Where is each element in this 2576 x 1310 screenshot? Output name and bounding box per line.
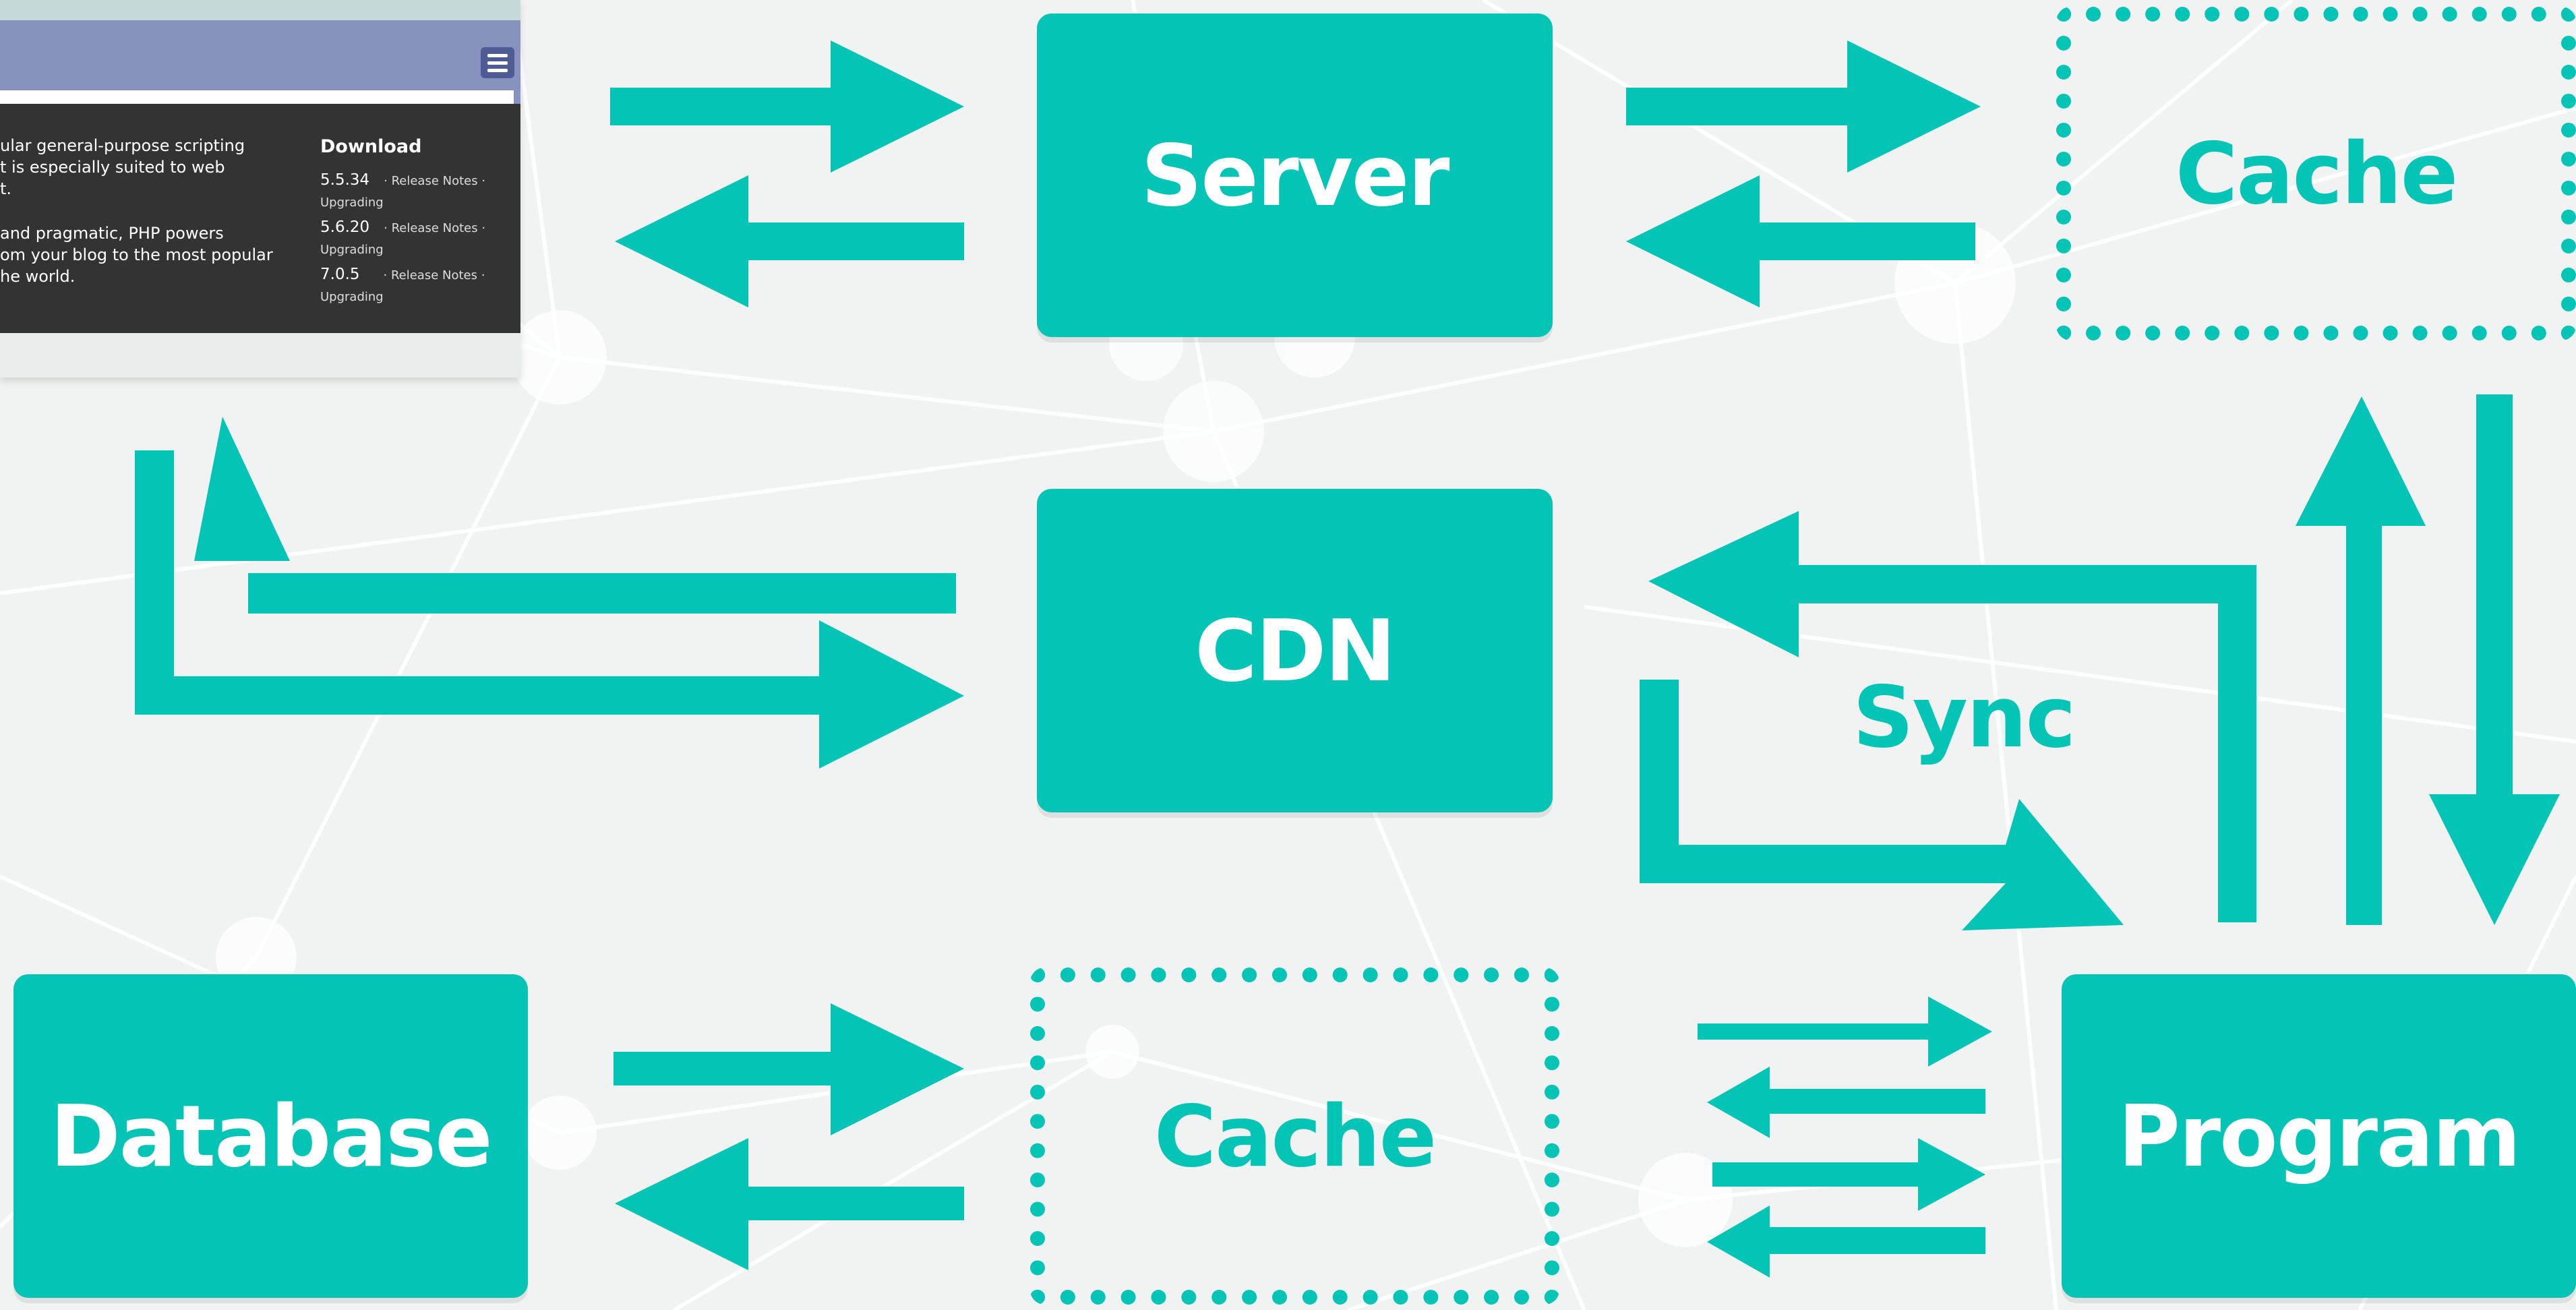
php-release-notes-link[interactable]: · Release Notes · [383, 268, 485, 282]
sync-label: Sync [1853, 667, 2076, 767]
php-release-notes-link[interactable]: · Release Notes · [384, 174, 486, 188]
php-download-title: Download [320, 136, 422, 157]
program-node: Program [2062, 974, 2576, 1298]
arrow-server-to-cache [1626, 40, 1981, 173]
arrow-cache-to-program-1 [1698, 996, 1992, 1067]
php-header [0, 20, 520, 111]
arrow-client-to-cdn [135, 450, 964, 769]
arrow-database-to-cache [613, 1003, 964, 1135]
hamburger-menu-icon[interactable] [481, 47, 514, 78]
cdn-node: CDN [1037, 489, 1553, 812]
arrow-cdn-to-program [1640, 680, 2124, 930]
arrow-cache-to-program-2 [1712, 1138, 1985, 1211]
arrow-program-to-cdn [1648, 511, 2256, 922]
php-intro-line: t is especially suited to web [0, 158, 225, 177]
php-upgrading-link[interactable]: Upgrading [320, 243, 384, 257]
php-intro-line: t. [0, 179, 12, 198]
server-node: Server [1037, 13, 1553, 337]
php-version-number[interactable]: 7.0.5 [320, 266, 360, 283]
arrow-server-to-client [615, 175, 964, 307]
php-version-number[interactable]: 5.6.20 [320, 218, 370, 236]
php-version-row[interactable]: 7.0.5 · Release Notes · [320, 266, 485, 283]
php-intro-line: and pragmatic, PHP powers [0, 224, 224, 243]
cache-node-bottom: Cache [1030, 967, 1559, 1305]
arrow-program-to-cache [2296, 396, 2426, 925]
php-website-snippet: ular general-purpose scripting t is espe… [0, 0, 520, 378]
arrow-program-to-cache-1 [1707, 1067, 1985, 1138]
database-node: Database [13, 974, 528, 1298]
arrow-cache-to-database [615, 1138, 964, 1270]
arrow-program-to-cache-2 [1707, 1205, 1985, 1278]
php-bottom-strip [0, 333, 520, 378]
arrow-cdn-to-client [194, 417, 956, 614]
arrow-cache-to-program [2429, 394, 2560, 925]
php-intro-line: he world. [0, 267, 76, 286]
php-top-strip [0, 0, 520, 20]
php-upgrading-link[interactable]: Upgrading [320, 196, 384, 210]
php-release-notes-link[interactable]: · Release Notes · [384, 221, 486, 235]
php-version-row[interactable]: 5.5.34 · Release Notes · [320, 171, 485, 189]
php-intro-section: ular general-purpose scripting t is espe… [0, 104, 520, 333]
cache-node-top: Cache [2056, 7, 2576, 340]
arrow-cache-to-server [1626, 175, 1975, 307]
php-intro-line: om your blog to the most popular [0, 245, 273, 264]
php-upgrading-link[interactable]: Upgrading [320, 290, 384, 304]
php-intro-line: ular general-purpose scripting [0, 136, 245, 155]
arrow-client-to-server [610, 40, 964, 173]
php-version-number[interactable]: 5.5.34 [320, 171, 370, 189]
php-version-row[interactable]: 5.6.20 · Release Notes · [320, 218, 485, 236]
